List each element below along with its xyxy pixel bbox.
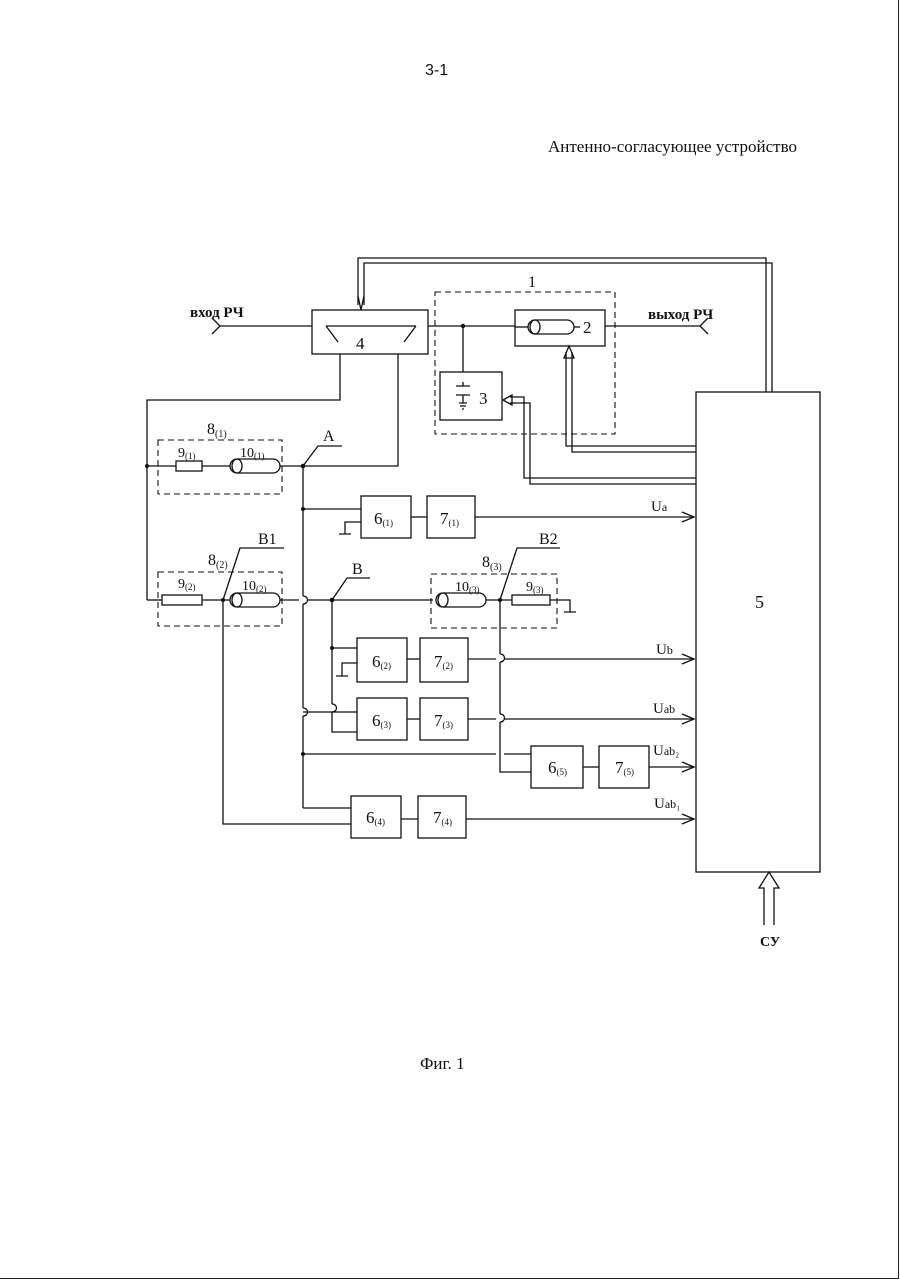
b8-3-label: 8(3) — [482, 554, 502, 573]
branch-8-1: 8(1) 9(1) 10(1) — [145, 421, 303, 495]
u-ab1-label: Uab₁ — [654, 796, 680, 812]
b7-3-label: 7(3) — [434, 711, 453, 730]
b7-5-label: 7(5) — [615, 758, 634, 777]
b6-3 — [356, 697, 408, 741]
b6-3-label: 6(3) — [372, 711, 391, 730]
u-ab2-label: Uab₂ — [653, 743, 679, 759]
b10-1-label: 10(1) — [240, 446, 265, 461]
rf-input: вход РЧ — [190, 305, 312, 335]
channel-ab2: 6(5) 7(5) Uab₂ — [303, 743, 696, 789]
channel-a: 6(1) 7(1) Ua — [303, 495, 696, 539]
b10-2-label: 10(2) — [242, 579, 267, 594]
b6-1 — [360, 495, 412, 539]
block-1-label: 1 — [528, 274, 536, 291]
b6-2 — [356, 637, 408, 683]
control-to-block-2 — [563, 344, 696, 453]
b7-1-label: 7(1) — [440, 509, 459, 528]
b8-2-label: 8(2) — [208, 552, 228, 571]
rf-output: выход РЧ — [605, 307, 713, 335]
u-b-label: Ub — [656, 642, 673, 658]
channel-ab1: 6(4) 7(4) Uab₁ — [303, 795, 696, 839]
b9-3-label: 9(3) — [526, 580, 544, 595]
b6-4 — [350, 795, 402, 839]
rf-output-label: выход РЧ — [648, 307, 713, 323]
b7-2 — [419, 637, 469, 683]
b6-2-label: 6(2) — [372, 652, 391, 671]
block-2-inductor — [527, 319, 575, 335]
node-b: B — [329, 561, 370, 733]
b7-1 — [426, 495, 476, 539]
block-4-coupler: 4 — [311, 309, 429, 355]
node-b2-label: B2 — [539, 531, 558, 548]
u-ab-label: Uab — [653, 701, 675, 717]
main-rf-path — [428, 323, 515, 372]
b10-3-label: 10(3) — [455, 580, 480, 595]
branch-8-2: 8(2) 9(2) 10(2) B1 — [147, 531, 433, 825]
block-5-label: 5 — [755, 592, 764, 612]
control-input-label: СУ — [760, 935, 780, 950]
block-3-label: 3 — [479, 389, 488, 408]
node-b-label: B — [352, 561, 363, 578]
b6-5 — [530, 745, 584, 789]
node-b1-label: B1 — [258, 531, 277, 548]
b9-2-resistor — [161, 594, 203, 606]
node-a-label: A — [323, 428, 335, 445]
block-1-group: 1 2 3 — [434, 274, 616, 435]
b6-4-label: 6(4) — [366, 808, 385, 827]
b6-5-label: 6(5) — [548, 758, 567, 777]
rf-input-label: вход РЧ — [190, 305, 244, 321]
b7-3 — [419, 697, 469, 741]
coupler-outputs — [146, 354, 399, 600]
b7-4 — [417, 795, 467, 839]
b9-2-label: 9(2) — [178, 577, 196, 592]
b7-4-label: 7(4) — [433, 808, 452, 827]
u-a-label: Ua — [651, 499, 668, 515]
control-input: СУ — [757, 870, 780, 950]
block-2-label: 2 — [583, 318, 592, 337]
b8-1-label: 8(1) — [207, 421, 227, 440]
b9-1-resistor — [175, 460, 203, 472]
block-5-controller: 5 — [695, 391, 821, 873]
figure-caption: Фиг. 1 — [420, 1054, 465, 1073]
b10-1-line — [229, 458, 281, 474]
block-3 — [439, 371, 503, 421]
b6-1-label: 6(1) — [374, 509, 393, 528]
node-a: A — [300, 428, 342, 808]
b9-3-resistor — [511, 594, 551, 606]
channel-ab: 6(3) 7(3) Uab — [303, 697, 696, 741]
branch-8-3: 8(3) 10(3) 9(3) B2 — [430, 531, 576, 773]
page-number: 3-1 — [425, 62, 449, 79]
b10-3-line — [435, 592, 487, 608]
control-to-block-3 — [501, 393, 696, 485]
b10-2-line — [229, 592, 281, 608]
channel-b: 6(2) 7(2) Ub — [332, 637, 696, 683]
block-4-label: 4 — [356, 334, 365, 353]
b9-1-label: 9(1) — [178, 446, 196, 461]
document-title: Антенно-согласующее устройство — [548, 137, 798, 156]
b7-2-label: 7(2) — [434, 652, 453, 671]
